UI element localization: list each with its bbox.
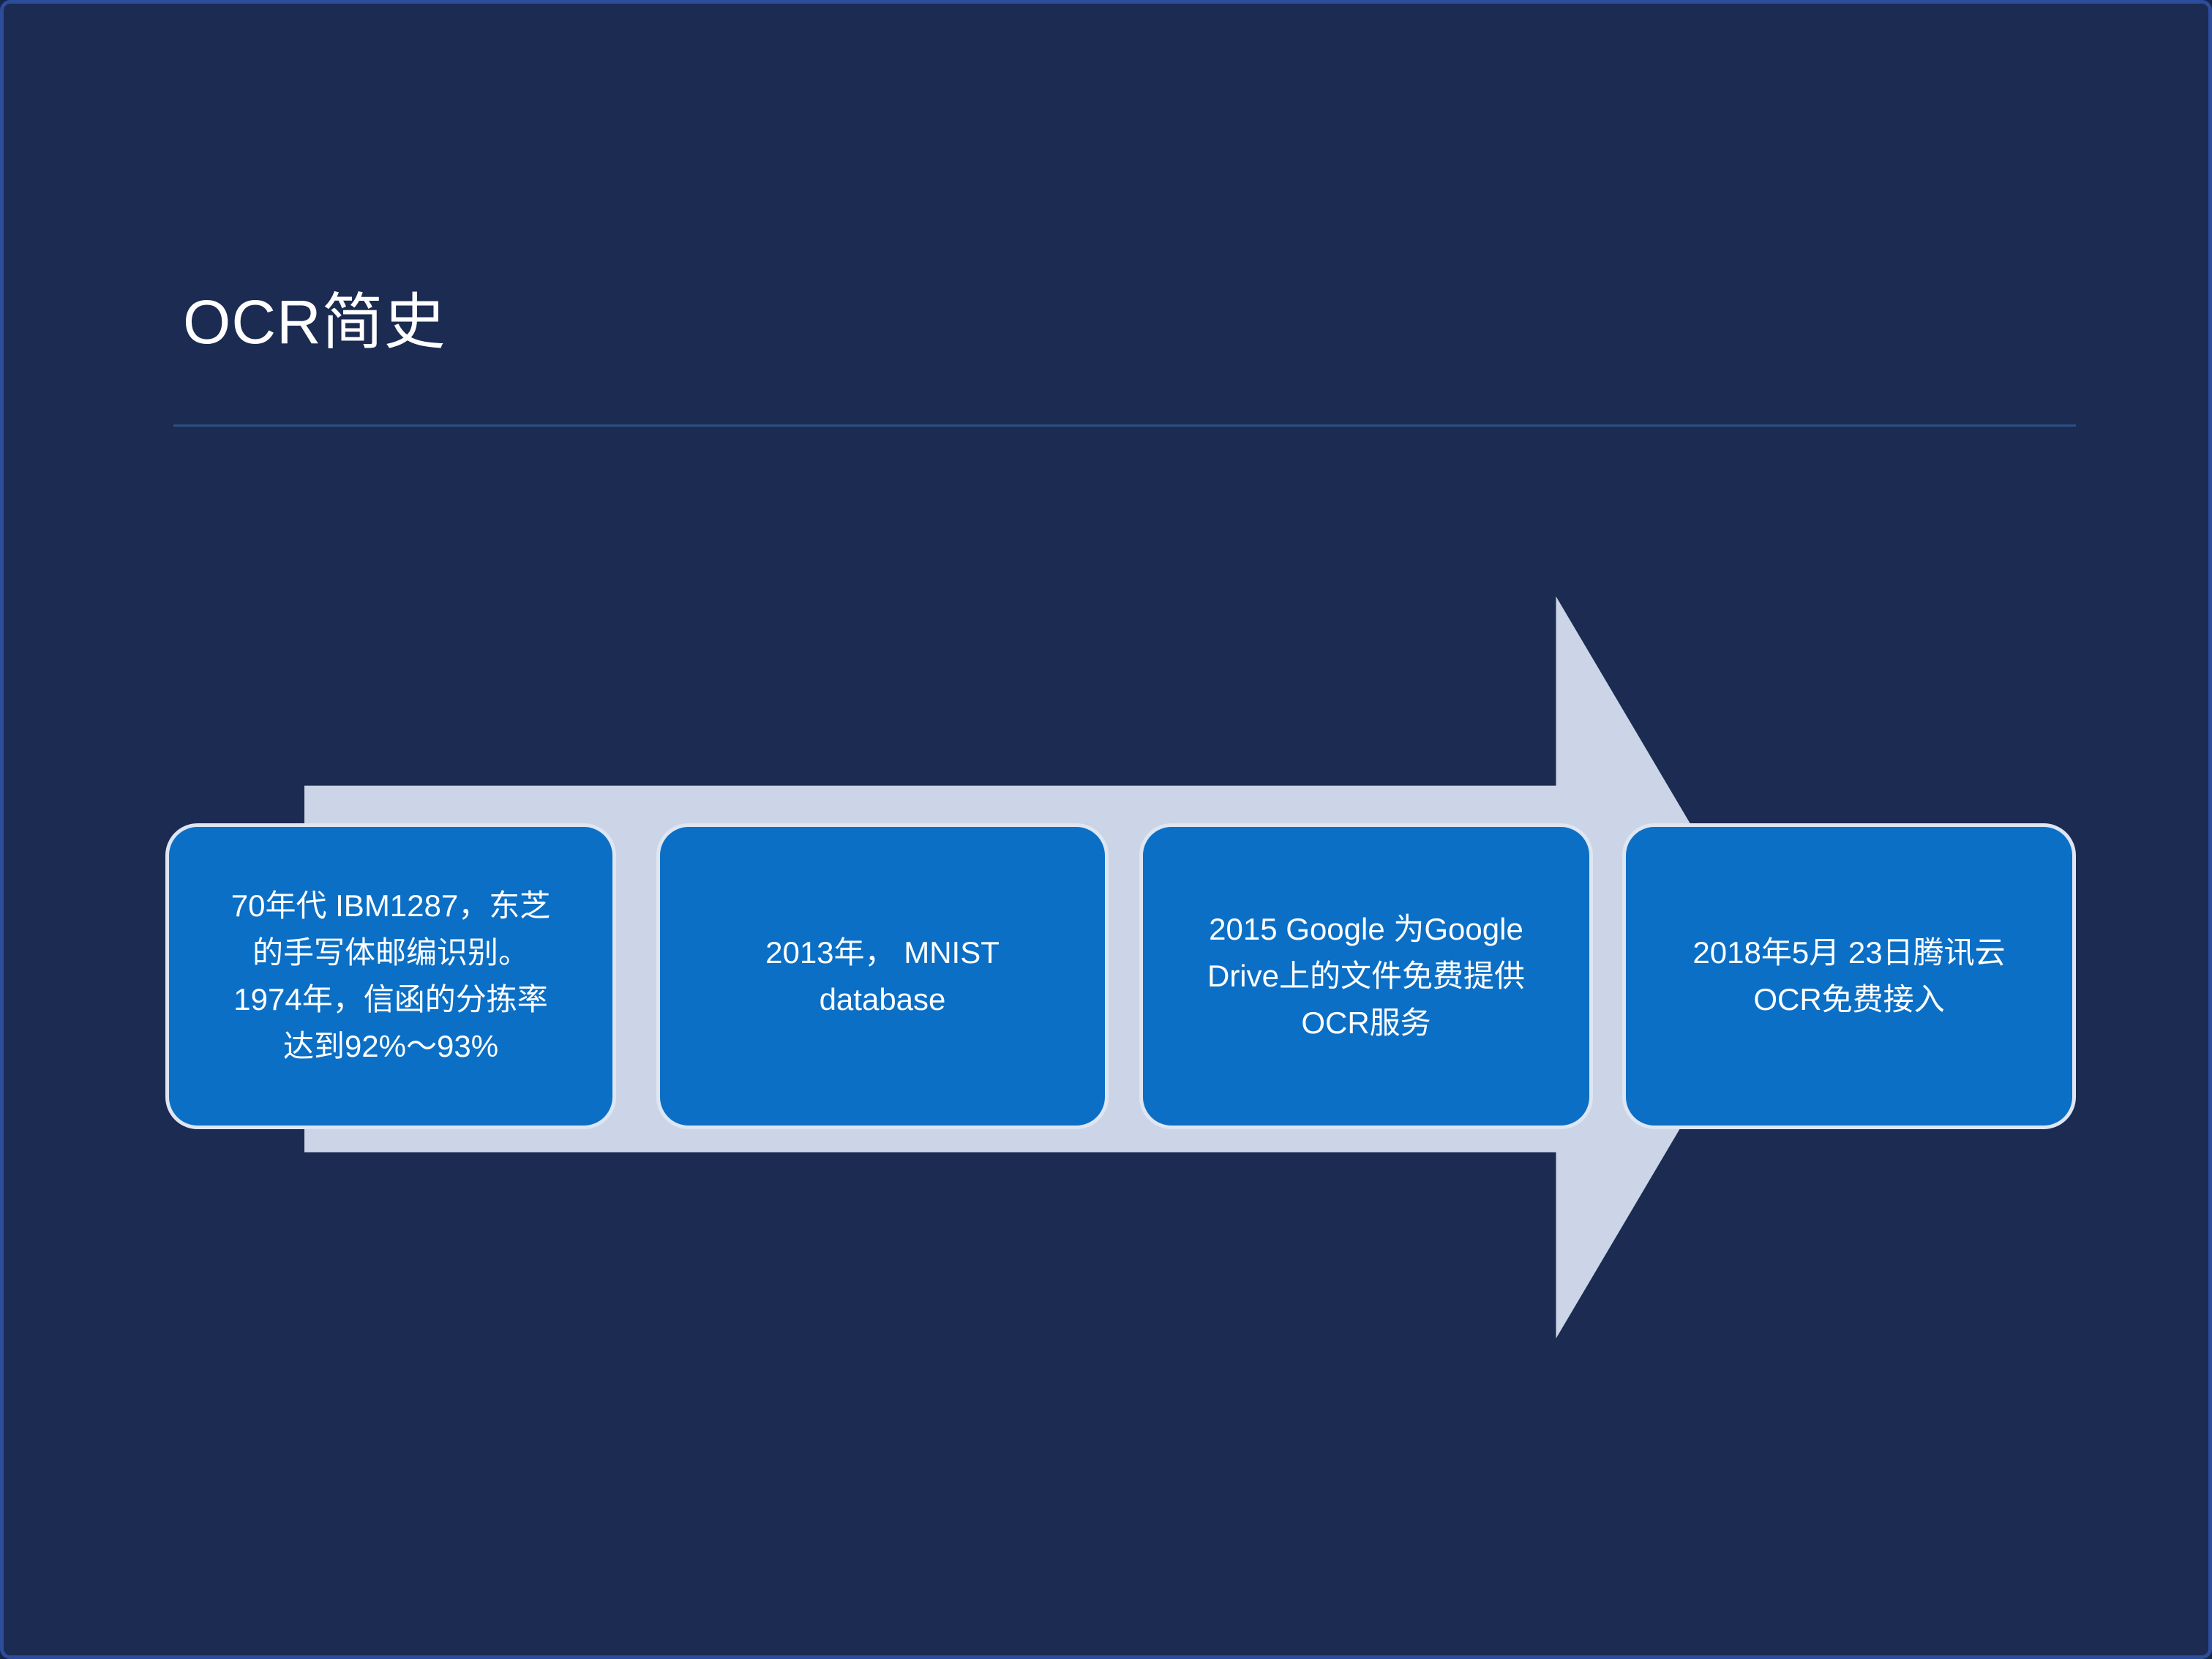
timeline-box-4-line-1: 2018年5月 23日腾讯云 [1692,935,2006,970]
timeline-box-3: 2015 Google 为Google Drive上的文件免费提供 OCR服务 [1139,823,1593,1129]
timeline-box-1-line-2: 的手写体邮编识别。 [252,935,529,970]
timeline-box-1-line-1: 70年代 IBM1287，东芝 [230,888,551,923]
timeline-box-2: 2013年， MNIST database [656,823,1109,1129]
timeline-box-3-line-3: OCR服务 [1301,1005,1431,1040]
page-title: OCR简史 [183,288,446,356]
timeline-box-3-line-2: Drive上的文件免费提供 [1207,959,1525,993]
timeline-box-2-line-2: database [819,982,946,1016]
timeline-box-1-line-3: 1974年，信函的分拣率 [233,982,548,1016]
timeline-box-4-line-2: OCR免费接入 [1753,982,1945,1016]
timeline-box-1: 70年代 IBM1287，东芝 的手写体邮编识别。 1974年，信函的分拣率 达… [165,823,616,1129]
timeline-box-1-line-4: 达到92%～93% [282,1029,499,1063]
title-divider [173,424,2076,427]
timeline-box-3-line-1: 2015 Google 为Google [1209,912,1523,946]
timeline-box-2-line-1: 2013年， MNIST [765,935,1000,970]
timeline-box-4: 2018年5月 23日腾讯云 OCR免费接入 [1622,823,2076,1129]
